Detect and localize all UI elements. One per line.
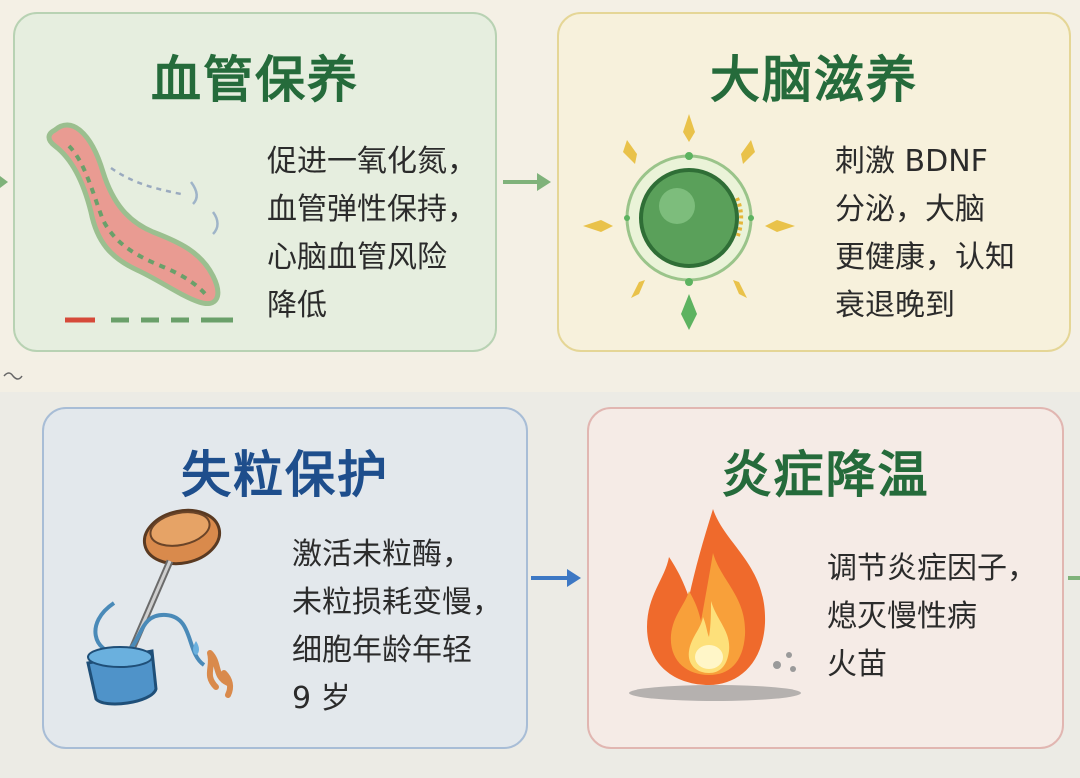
body-line: 未粒损耗变慢， [292,585,502,620]
body-line: 降低 [267,288,327,323]
card-sirt-protect: 失粒保护 激活未粒酶， 未粒损耗变慢， 细胞年龄年轻 9 岁 [42,407,528,749]
body-line: 分泌，大脑 [835,192,985,227]
body-line: 血管弹性保持， [267,192,477,227]
card-inflammation-cool: 炎症降温 调节炎症因子， 熄灭慢性病 火苗 [587,407,1064,749]
flame-icon [629,509,801,701]
card-body: 激活未粒酶， 未粒损耗变慢， 细胞年龄年轻 9 岁 [292,531,502,723]
card-title: 失粒保护 [181,446,389,504]
body-line: 促进一氧化氮， [267,144,477,179]
body-line: 衰退晚到 [835,288,955,323]
right-arrow-icon [503,173,551,191]
body-line: 细胞年龄年轻 [292,633,472,668]
body-line: 调节炎症因子， [827,551,1037,586]
body-line: 9 岁 [292,681,351,716]
body-line: 更健康，认知 [835,240,1015,275]
right-arrow-icon [531,569,581,587]
card-title: 炎症降温 [721,446,930,504]
spindle-yarn-icon [86,508,234,706]
body-line: 火苗 [827,647,887,682]
body-line: 心脑血管风险 [267,240,447,275]
right-edge-arrow-icon [1068,576,1080,580]
card-vascular-care: 血管保养 促进一氧化氮， 血管弹性保持， 心脑血管风险 降低 [13,12,497,352]
card-title: 血管保养 [151,51,359,109]
card-brain-nourish: 大脑滋养 刺激 BDNF 分泌，大脑 更健康，认知 衰退晚到 [557,12,1071,352]
card-body: 调节炎症因子， 熄灭慢性病 火苗 [827,545,1037,689]
left-edge-arrow-icon [0,176,8,188]
body-line: 熄灭慢性病 [827,599,977,634]
card-title: 大脑滋养 [710,51,918,109]
body-line: 激活未粒酶， [292,537,472,572]
tilde-mark-icon [3,372,23,380]
card-body: 促进一氧化氮， 血管弹性保持， 心脑血管风险 降低 [267,138,477,330]
body-line: 刺激 BDNF [835,144,988,179]
glowing-orb-icon [583,114,795,330]
card-body: 刺激 BDNF 分泌，大脑 更健康，认知 衰退晚到 [835,138,1015,330]
blood-vessel-icon [46,122,233,323]
